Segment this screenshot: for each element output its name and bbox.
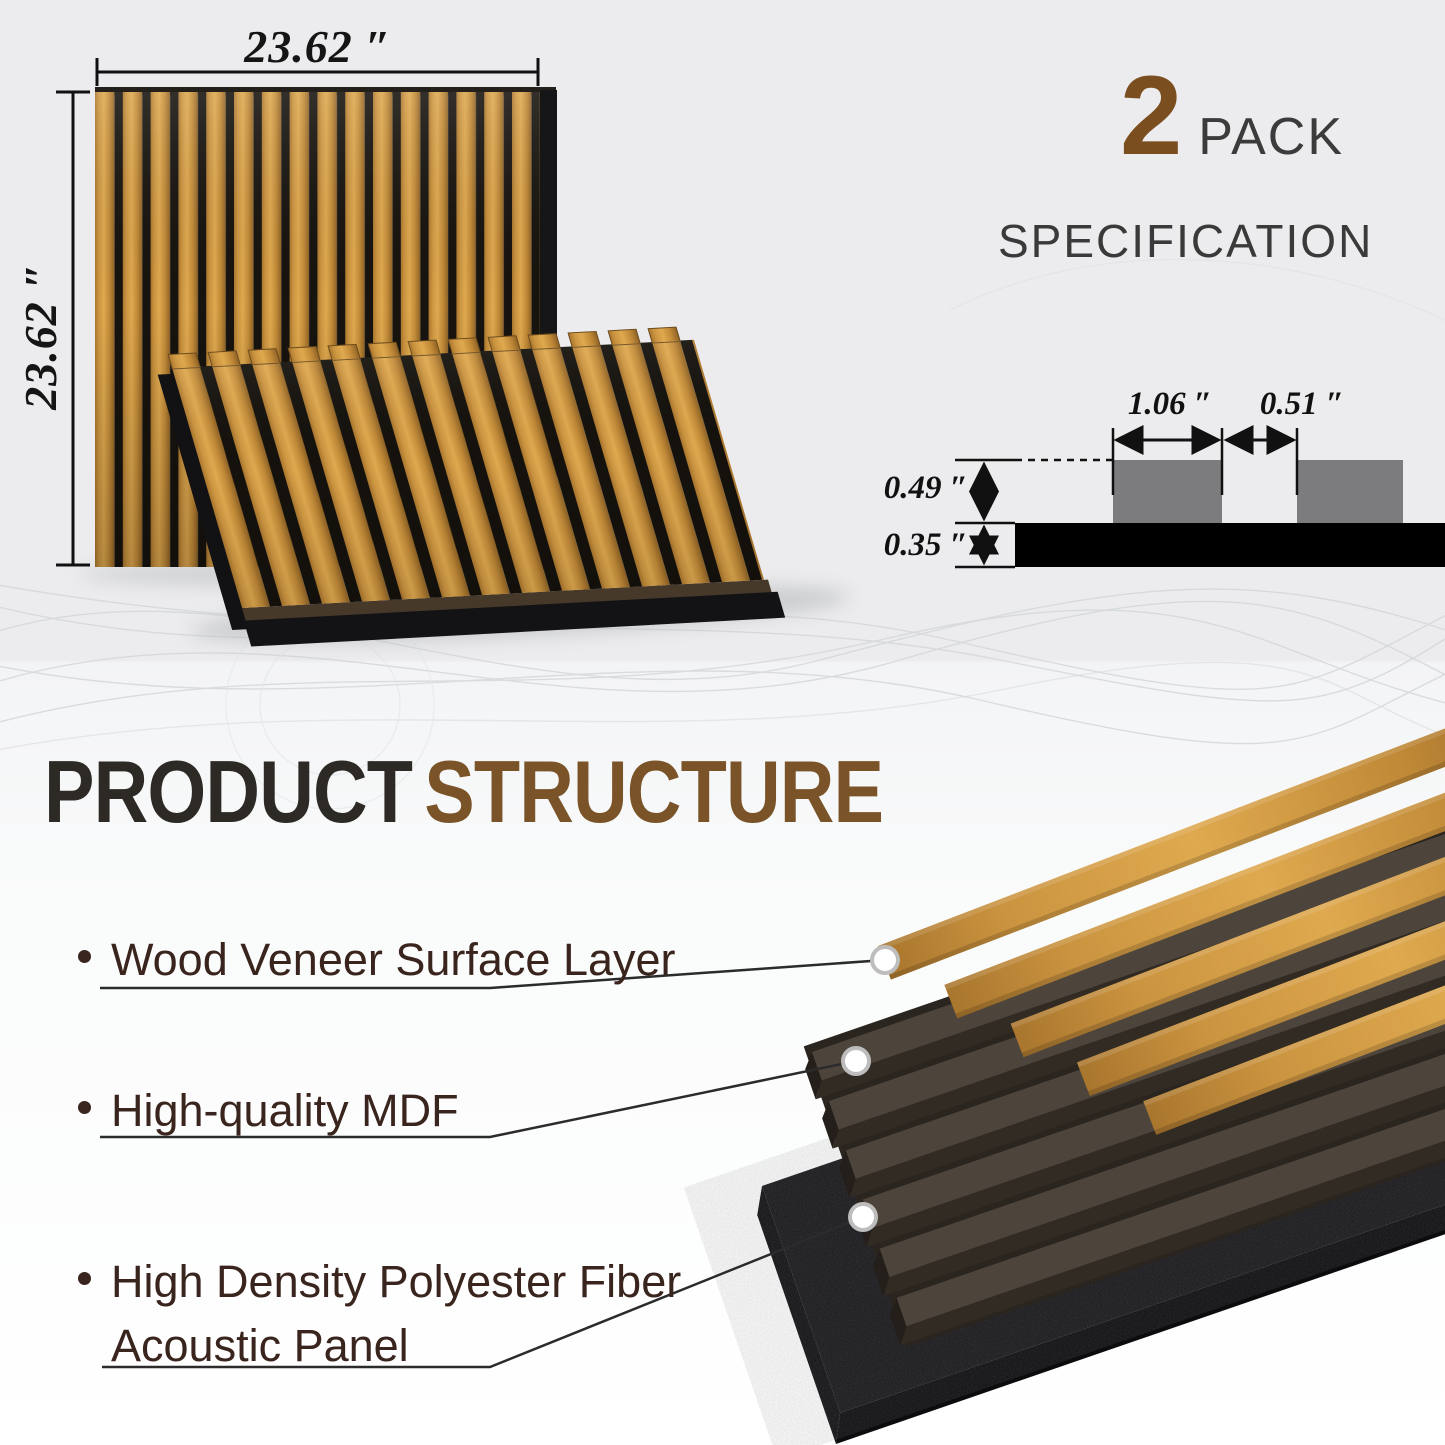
layer-leader-lines	[100, 958, 886, 1369]
layer-label: High-quality MDF	[111, 1085, 459, 1136]
layer-item-veneer: Wood Veneer Surface Layer	[78, 928, 778, 992]
pack-label: PACK	[1198, 108, 1345, 166]
layer-item-mdf: High-quality MDF	[78, 1079, 778, 1143]
bullet-dot-icon	[78, 1101, 91, 1114]
spec-cross-section	[955, 425, 1445, 569]
panel-height-dimension: 23.62 ″	[15, 262, 66, 410]
flat-panel	[157, 326, 786, 647]
section-title-product: PRODUCT	[44, 742, 413, 841]
section-title-structure: STRUCTURE	[424, 742, 884, 841]
layer-item-felt: High Density Polyester Fiber Acoustic Pa…	[78, 1250, 738, 1378]
height-dimension-line	[56, 90, 90, 567]
slat-gap-value: 0.51 ″	[1259, 386, 1345, 422]
base-thickness-value: 0.35 ″	[883, 527, 968, 563]
layer-markers	[841, 945, 900, 1232]
slat-height-value: 0.49 ″	[883, 470, 968, 506]
pack-count: 2	[1120, 53, 1183, 178]
width-dimension-line	[95, 58, 540, 86]
specification-title: SPECIFICATION	[998, 215, 1374, 267]
layer-label: Wood Veneer Surface Layer	[111, 934, 676, 985]
bullet-dot-icon	[78, 950, 91, 963]
bullet-dot-icon	[78, 1272, 91, 1285]
panel-width-dimension: 23.62 ″	[244, 21, 392, 72]
slat-width-value: 1.06 ″	[1127, 386, 1213, 422]
layer-label: High Density Polyester Fiber Acoustic Pa…	[111, 1256, 682, 1371]
